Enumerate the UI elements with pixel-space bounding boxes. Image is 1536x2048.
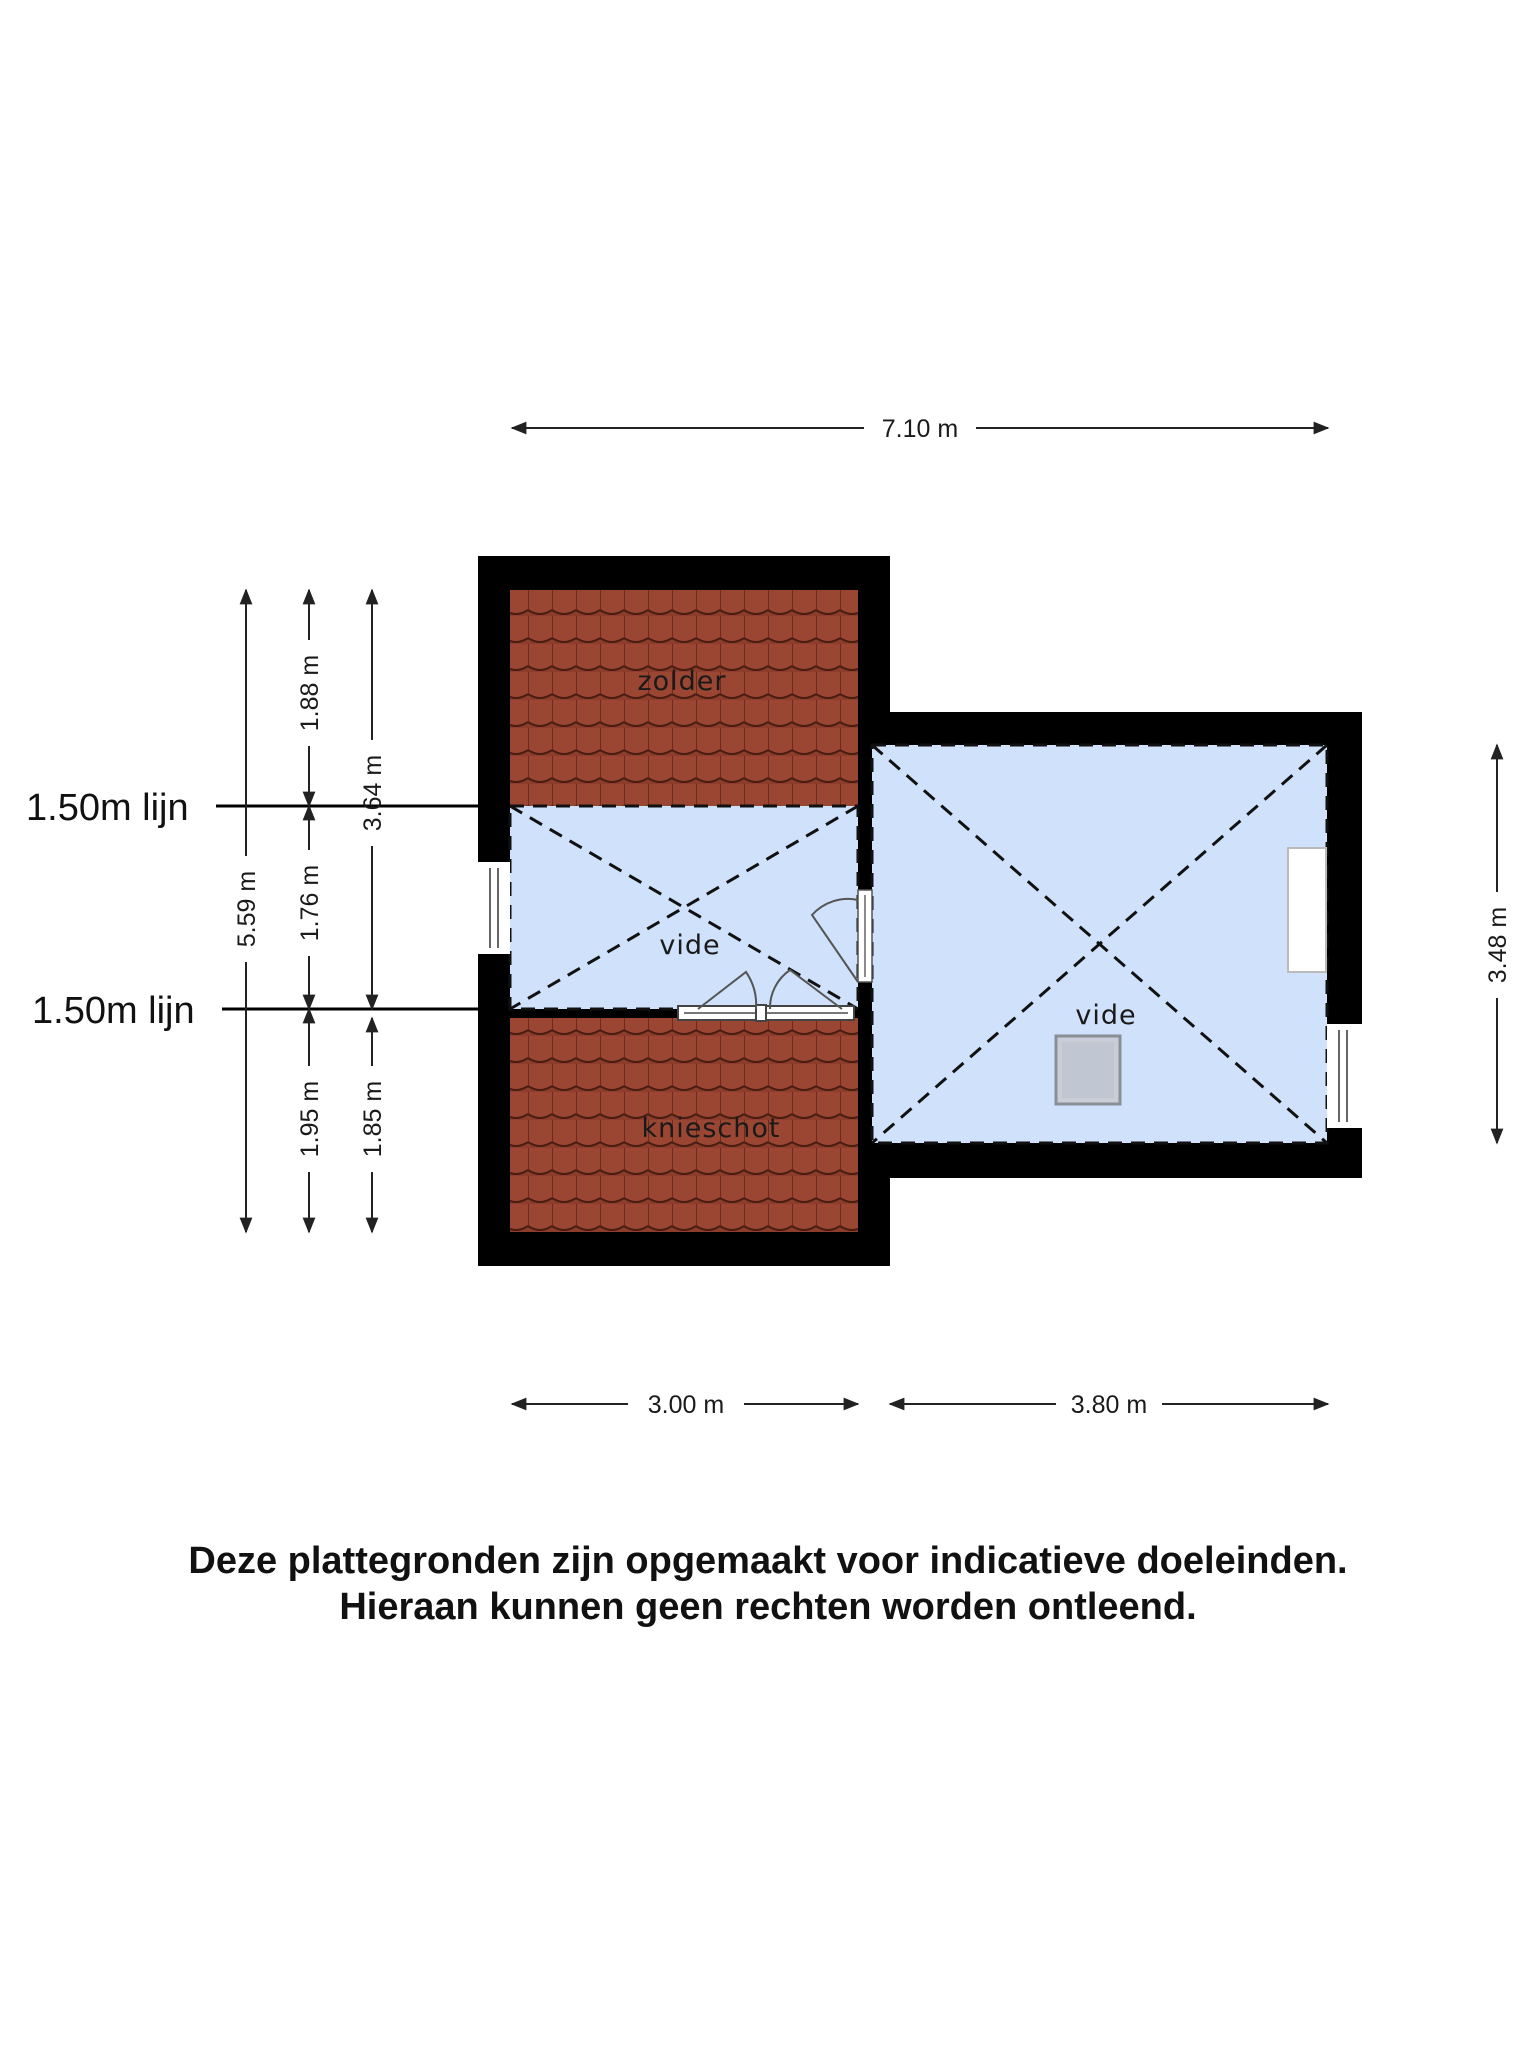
dim-inner-bottom: 1.85 m (359, 1081, 387, 1157)
door-knieschot-right-swing (768, 968, 843, 1010)
vide-left-area (510, 806, 858, 1009)
lower-lijn-label: 1.50m lijn (32, 990, 195, 1032)
dim-left-width: 3.00 m (648, 1391, 724, 1419)
room-label-zolder: zolder (637, 666, 726, 697)
doors (677, 897, 859, 1022)
dim-total-width: 7.10 m (882, 415, 958, 443)
dim-left-bottom: 1.95 m (296, 1081, 324, 1157)
disclaimer-line-1: Deze plattegronden zijn opgemaakt voor i… (188, 1540, 1348, 1582)
zolder-area (510, 590, 858, 806)
vide-left-diagonal-1 (509, 804, 859, 1011)
vide-left-diagonal-2 (509, 804, 859, 1011)
dim-left-top: 1.88 m (296, 655, 324, 731)
upper-lijn-label: 1.50m lijn (26, 787, 189, 829)
door-knieschot-left-swing (697, 970, 758, 1010)
dim-right-depth: 3.48 m (1484, 907, 1512, 983)
chimney-block (1287, 847, 1327, 973)
disclaimer-line-2: Hieraan kunnen geen rechten worden ontle… (339, 1586, 1197, 1628)
room-label-knieschot: knieschot (642, 1113, 781, 1144)
room-label-vide-left: vide (659, 930, 720, 961)
dim-left-total: 5.59 m (233, 871, 261, 947)
horizontal-dimensions (510, 421, 1330, 1411)
vide-right-diagonal-2 (871, 743, 1328, 1145)
dim-left-mid: 1.76 m (296, 865, 324, 941)
window-right (1327, 1024, 1362, 1128)
height-lines (216, 804, 478, 1011)
roof-hatch (1054, 1034, 1122, 1106)
vertical-dimensions (239, 588, 1504, 1234)
door-partition-swing (810, 897, 859, 983)
room-label-vide-right: vide (1075, 1000, 1136, 1031)
windows (478, 862, 1362, 1128)
interiors (510, 590, 1327, 1232)
dim-inner-top: 3.64 m (359, 755, 387, 831)
window-left (478, 862, 510, 954)
knieschot-area (510, 1018, 858, 1232)
dim-right-width: 3.80 m (1071, 1391, 1147, 1419)
